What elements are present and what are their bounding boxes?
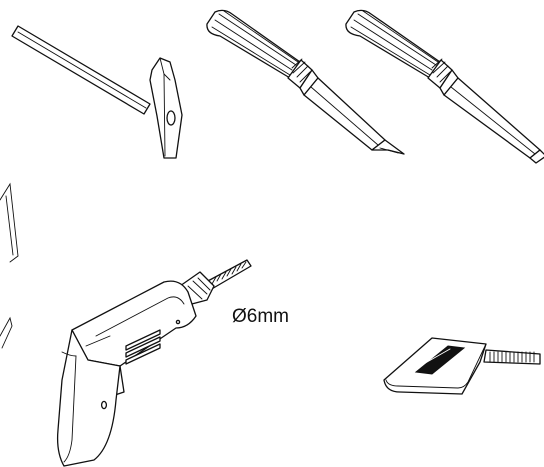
drill-icon [56,259,252,467]
level-icon [383,337,541,395]
phillips-screwdriver-icon [206,9,405,155]
drill-vents [125,329,161,365]
hammer-icon [11,25,183,159]
flathead-screwdriver-icon [345,9,544,164]
drill-bit-size-label: Ø6mm [232,306,289,327]
drill-bit [205,259,252,291]
partial-tool-icon [0,182,19,349]
